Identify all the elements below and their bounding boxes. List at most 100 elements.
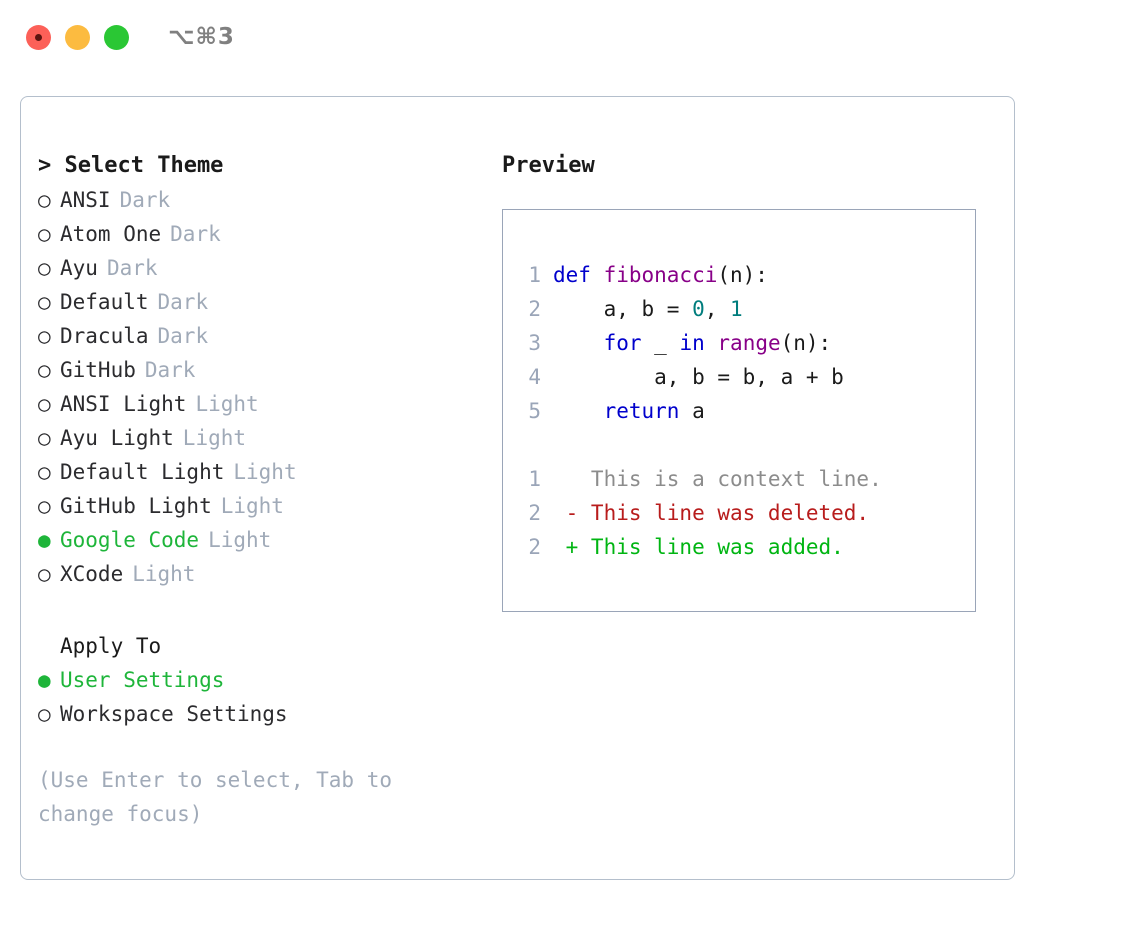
radio-selected-icon: ● [38, 668, 51, 692]
theme-option-label: ANSI Light [60, 392, 187, 416]
line-number: 2 [528, 501, 541, 525]
theme-variant-tag: Light [182, 426, 247, 450]
code-line-text: for _ in range(n): [553, 326, 832, 360]
code-line-text: a, b = b, a + b [553, 360, 844, 394]
radio-unselected-icon: ○ [38, 256, 51, 280]
line-number: 1 [528, 467, 541, 491]
diff-line-ctx: 1 This is a context line. [515, 462, 969, 496]
code-token-pl [553, 399, 604, 423]
line-number: 2 [528, 297, 541, 321]
apply-to-option-0[interactable]: ● User Settings [38, 663, 478, 697]
theme-option-0[interactable]: ○ ANSI Dark [38, 183, 478, 217]
apply-to-header: Apply To [60, 634, 162, 658]
code-blank-line [515, 428, 969, 462]
theme-option-2[interactable]: ○ Ayu Dark [38, 251, 478, 285]
line-number: 1 [528, 263, 541, 287]
spacer [38, 591, 478, 629]
theme-option-label: Google Code [60, 528, 200, 552]
radio-unselected-icon: ○ [38, 562, 51, 586]
code-token-fn: fibonacci [603, 263, 718, 287]
apply-to-option-1[interactable]: ○Workspace Settings [38, 697, 478, 731]
code-token-fn: range [717, 331, 781, 355]
theme-option-8[interactable]: ○ Default Light Light [38, 455, 478, 489]
theme-option-label: ANSI [60, 188, 111, 212]
theme-option-5[interactable]: ○ GitHub Dark [38, 353, 478, 387]
diff-line-text: + This line was added. [553, 535, 844, 559]
line-number: 3 [528, 331, 541, 355]
line-number: 4 [528, 365, 541, 389]
line-number: 2 [528, 535, 541, 559]
theme-option-label: Dracula [60, 324, 149, 348]
code-line-text: return a [553, 394, 705, 428]
code-token-num: 1 [730, 297, 743, 321]
theme-option-10[interactable]: ● Google Code Light [38, 523, 478, 557]
keyboard-hint-text: (Use Enter to select, Tab to change focu… [38, 768, 393, 826]
theme-variant-tag: Light [132, 562, 196, 586]
theme-option-label: GitHub Light [60, 494, 212, 518]
keyboard-shortcut-label: ⌥⌘3 [168, 24, 235, 50]
radio-selected-icon: ● [38, 528, 51, 552]
theme-option-label: Default Light [60, 460, 225, 484]
theme-option-label: Atom One [60, 222, 162, 246]
code-line: 4 a, b = b, a + b [515, 360, 969, 394]
code-token-kw: def [553, 263, 604, 287]
theme-option-4[interactable]: ○ Dracula Dark [38, 319, 478, 353]
code-line: 5 return a [515, 394, 969, 428]
code-line: 3 for _ in range(n): [515, 326, 969, 360]
theme-option-label: Ayu [60, 256, 98, 280]
theme-option-label: GitHub [60, 358, 136, 382]
theme-variant-tag: Dark [119, 188, 171, 212]
title-bar: ⌥⌘3 [0, 0, 1140, 78]
theme-variant-tag: Light [208, 528, 272, 552]
theme-variant-tag: Dark [157, 324, 209, 348]
select-theme-header: > Select Theme [38, 153, 224, 178]
code-token-kw: return [603, 399, 680, 423]
code-line: 1 def fibonacci(n): [515, 258, 969, 292]
radio-unselected-icon: ○ [38, 188, 51, 212]
radio-unselected-icon: ○ [38, 290, 51, 314]
theme-variant-tag: Dark [106, 256, 158, 280]
theme-option-3[interactable]: ○ Default Dark [38, 285, 478, 319]
code-token-pl [705, 331, 718, 355]
theme-variant-tag: Light [233, 460, 297, 484]
code-line: 2 a, b = 0, 1 [515, 292, 969, 326]
close-button[interactable] [26, 25, 51, 50]
radio-unselected-icon: ○ [38, 460, 51, 484]
radio-unselected-icon: ○ [38, 702, 51, 726]
apply-to-list: ● User Settings ○Workspace Settings [38, 663, 478, 731]
diff-line-add: 2 + This line was added. [515, 530, 969, 564]
diff-line-text: This is a context line. [553, 467, 882, 491]
maximize-button[interactable] [104, 25, 129, 50]
preview-title: Preview [502, 153, 595, 178]
minimize-button[interactable] [65, 25, 90, 50]
theme-variant-tag: Light [220, 494, 284, 518]
radio-unselected-icon: ○ [38, 392, 51, 416]
theme-option-7[interactable]: ○ Ayu Light Light [38, 421, 478, 455]
theme-option-label: Ayu Light [60, 426, 174, 450]
radio-unselected-icon: ○ [38, 494, 51, 518]
radio-unselected-icon: ○ [38, 358, 51, 382]
code-token-kw: for [603, 331, 642, 355]
theme-option-label: Default [60, 290, 149, 314]
theme-option-9[interactable]: ○ GitHub Light Light [38, 489, 478, 523]
diff-line-text: - This line was deleted. [553, 501, 870, 525]
radio-unselected-icon: ○ [38, 324, 51, 348]
diff-line-del: 2 - This line was deleted. [515, 496, 969, 530]
theme-variant-tag: Dark [157, 290, 209, 314]
code-token-kw: in [679, 331, 705, 355]
code-line-text: def fibonacci(n): [553, 258, 768, 292]
radio-unselected-icon: ○ [38, 426, 51, 450]
theme-variant-tag: Dark [144, 358, 196, 382]
apply-to-option-label: User Settings [60, 668, 225, 692]
code-token-pl: a, b = [553, 297, 693, 321]
